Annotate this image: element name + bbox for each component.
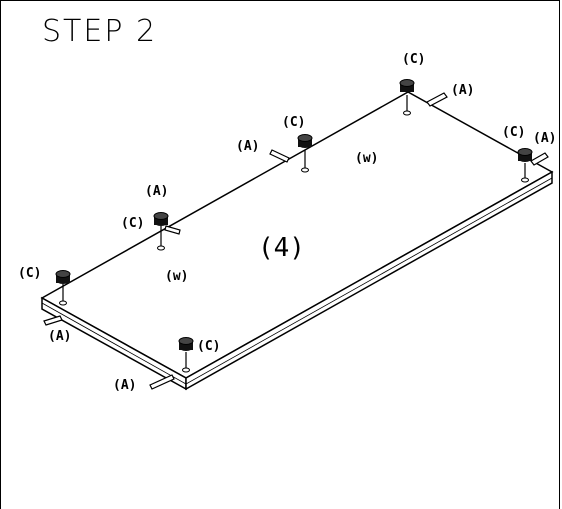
panel-label: (4) (258, 233, 305, 263)
cam-lock-right (517, 148, 533, 183)
label-a-left-mid: (A) (145, 184, 168, 199)
cam-lock-mid (297, 134, 313, 173)
dowel-right (530, 152, 549, 166)
label-a-right: (A) (533, 131, 556, 146)
dowel-left-mid (164, 225, 181, 235)
label-c-right: (C) (502, 125, 525, 140)
label-c-top: (C) (402, 52, 425, 67)
label-c-mid: (C) (282, 115, 305, 130)
cam-lock-left (55, 270, 71, 306)
label-c-left-mid: (C) (121, 216, 144, 231)
dowel-mid (269, 149, 290, 163)
label-a-mid: (A) (236, 139, 259, 154)
panel-side-edge (185, 170, 553, 391)
cam-lock-bottom (178, 337, 194, 373)
dowel-top (426, 92, 448, 107)
label-w-top: (w) (355, 151, 378, 166)
label-c-bottom: (C) (197, 339, 220, 354)
label-a-top: (A) (451, 83, 474, 98)
dowel-bottom (149, 374, 175, 390)
cam-lock-left-mid (153, 212, 169, 251)
dowel-left (43, 315, 63, 326)
label-a-bottom: (A) (113, 378, 136, 393)
cam-lock-top (399, 79, 415, 116)
label-w-left: (w) (165, 269, 188, 284)
label-c-left: (C) (18, 266, 41, 281)
label-a-left: (A) (48, 329, 71, 344)
step-title: STEP 2 (42, 14, 158, 49)
